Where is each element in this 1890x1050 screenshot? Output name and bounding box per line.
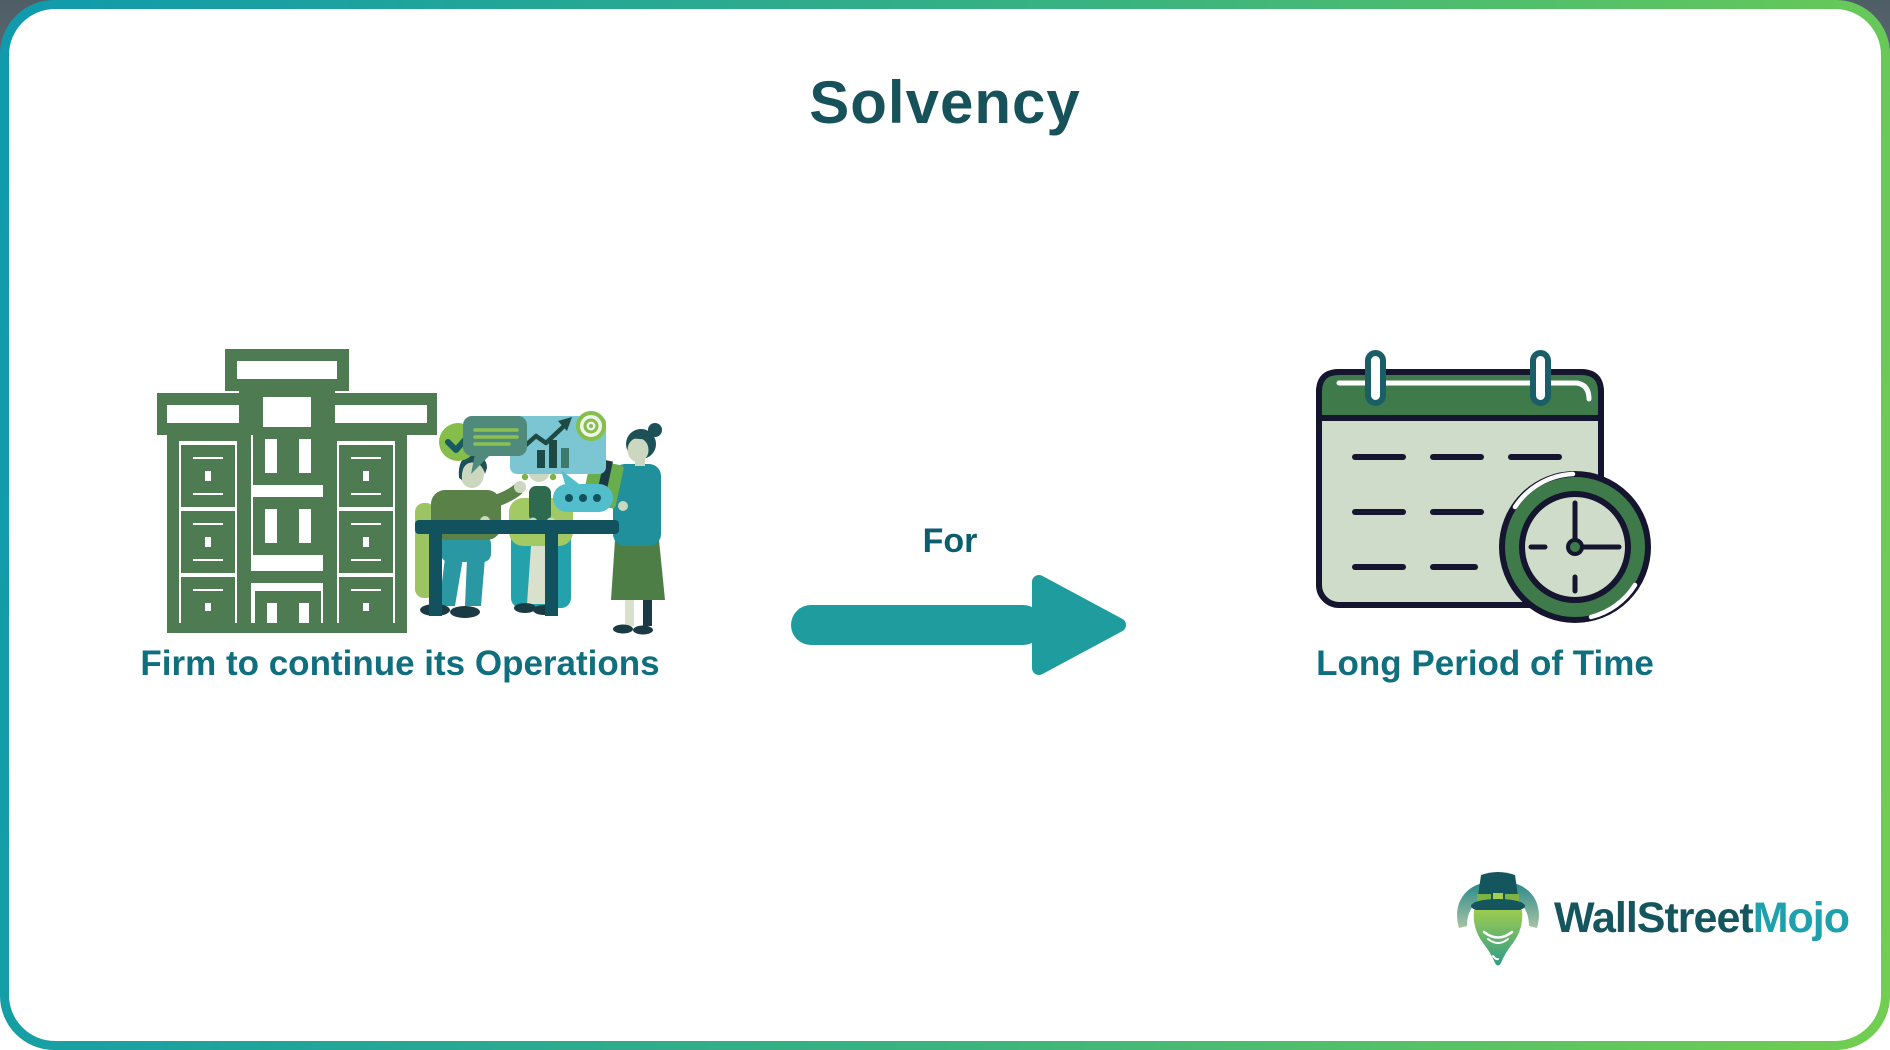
team-meeting-illustration [415, 411, 665, 635]
connector-label: For [922, 522, 978, 560]
calendar-clock-icon [1316, 350, 1651, 623]
brand-logo: WallStreetMojo [1452, 868, 1850, 968]
bull-top-hat-icon [1457, 872, 1539, 966]
arrow-right-icon [791, 575, 1126, 675]
office-building-icon [157, 349, 437, 633]
source-label: Firm to continue its Operations [140, 644, 660, 683]
brand-name-primary: WallStreet [1554, 893, 1754, 942]
target-label: Long Period of Time [1316, 644, 1654, 683]
brand-name: WallStreetMojo [1554, 893, 1850, 943]
speech-bubble-icon [463, 416, 527, 474]
target-icon [576, 411, 606, 441]
desk [415, 520, 619, 616]
clock-face [1499, 471, 1651, 623]
ellipsis-bubble-icon [553, 470, 613, 512]
page-title: Solvency [809, 69, 1081, 136]
brand-name-secondary: Mojo [1752, 893, 1850, 942]
